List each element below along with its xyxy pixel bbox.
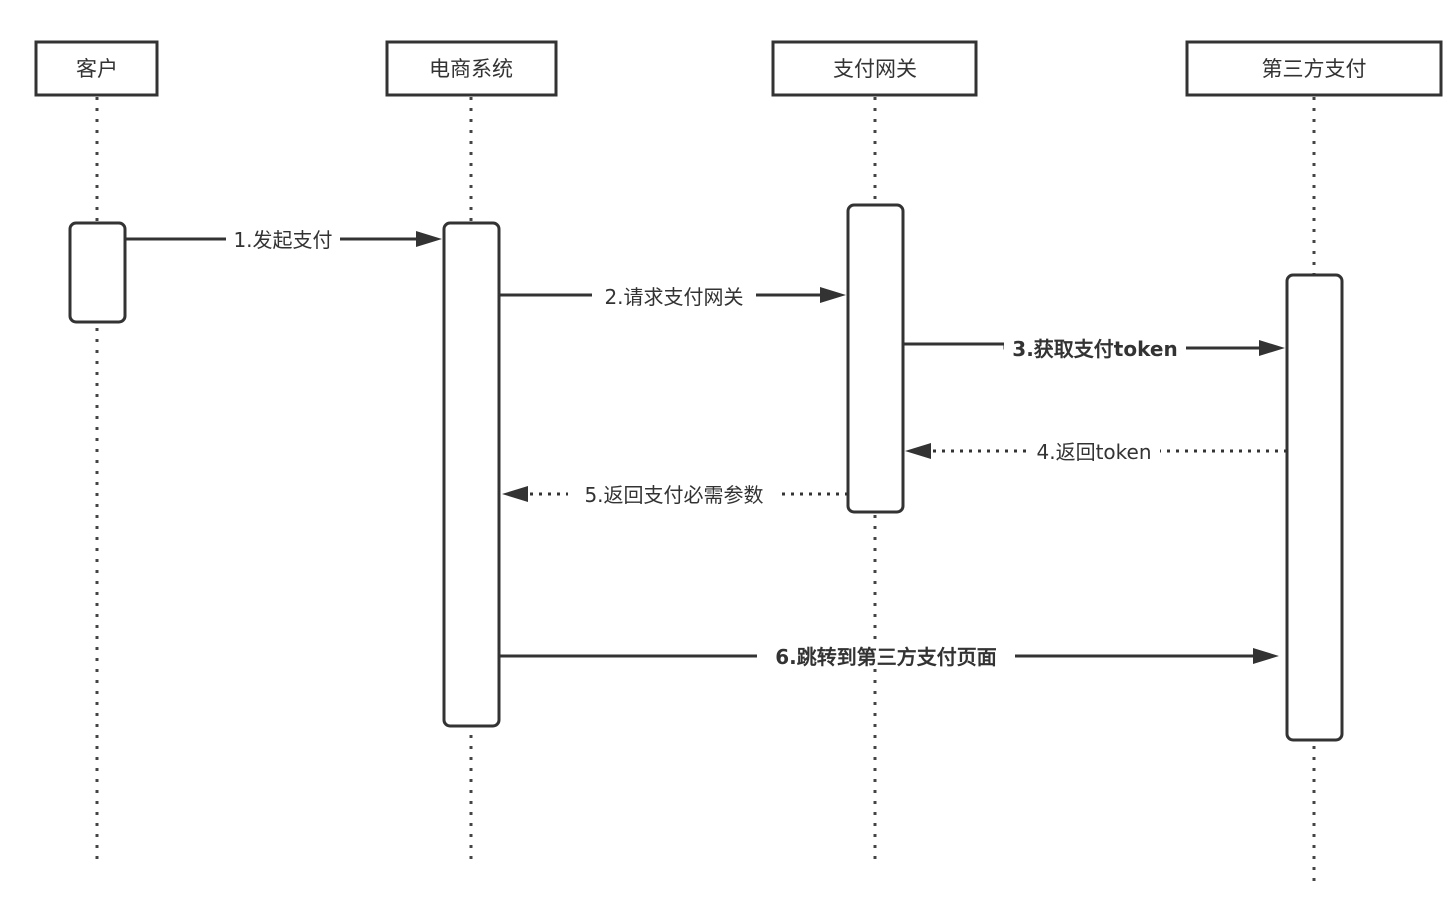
arrowhead-left-icon (905, 443, 931, 459)
actor-label: 电商系统 (429, 57, 513, 81)
actor-thirdparty[interactable]: 第三方支付 (1185, 40, 1443, 97)
actor-label: 第三方支付 (1262, 57, 1367, 81)
message-3[interactable]: 3.获取支付token (903, 335, 1285, 361)
arrowhead-right-icon (820, 287, 846, 303)
actor-customer[interactable]: 客户 (34, 40, 159, 97)
message-label: 3.获取支付token (1012, 337, 1177, 361)
actor-gateway[interactable]: 支付网关 (771, 40, 978, 97)
message-label: 1.发起支付 (233, 228, 332, 252)
arrowhead-right-icon (1259, 340, 1285, 356)
message-label: 2.请求支付网关 (604, 285, 743, 309)
message-2[interactable]: 2.请求支付网关 (499, 282, 846, 309)
message-1[interactable]: 1.发起支付 (125, 226, 442, 252)
activation-gateway (846, 203, 905, 514)
message-label: 6.跳转到第三方支付页面 (775, 645, 997, 669)
arrowhead-right-icon (1253, 648, 1279, 664)
message-4[interactable]: 4.返回token (905, 438, 1287, 464)
arrowhead-right-icon (416, 231, 442, 247)
actor-label: 支付网关 (833, 57, 917, 81)
arrowhead-left-icon (502, 486, 528, 502)
message-5[interactable]: 5.返回支付必需参数 (502, 481, 848, 507)
actor-label: 客户 (76, 57, 118, 81)
activation-ecommerce (442, 221, 501, 728)
message-label: 4.返回token (1036, 440, 1151, 464)
activation-thirdparty (1285, 273, 1344, 742)
actor-ecommerce[interactable]: 电商系统 (385, 40, 558, 97)
message-label: 5.返回支付必需参数 (584, 483, 763, 507)
message-6[interactable]: 6.跳转到第三方支付页面 (499, 643, 1279, 669)
activation-customer (68, 221, 127, 324)
